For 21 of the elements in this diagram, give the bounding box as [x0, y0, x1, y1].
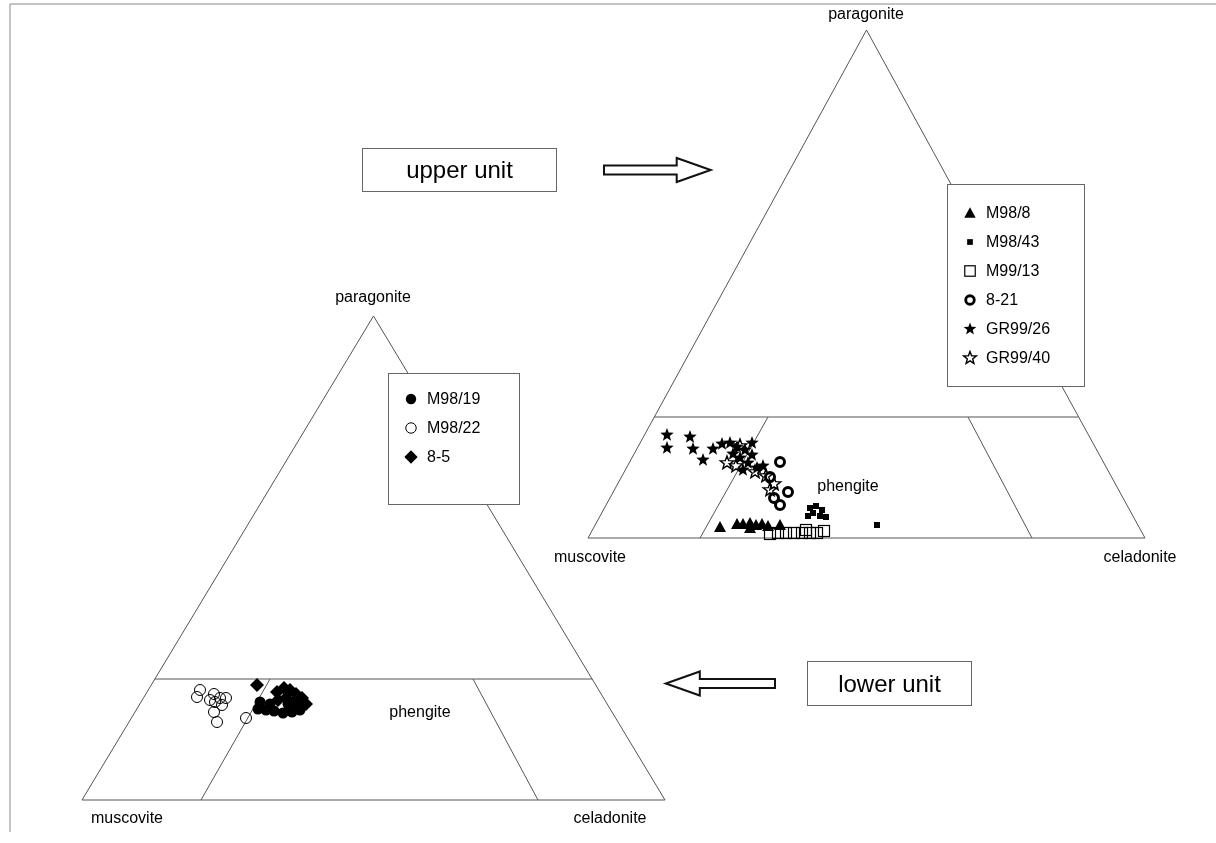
legend-text: M98/43	[986, 233, 1040, 251]
legend-text: M98/8	[986, 204, 1031, 222]
vertex-label: muscovite	[91, 808, 163, 828]
legend-text: GR99/40	[986, 349, 1051, 367]
legend-text: GR99/26	[986, 320, 1051, 338]
region-label: muscovite	[554, 547, 626, 567]
legend-text: M98/22	[427, 419, 481, 437]
legend-text: M98/19	[427, 390, 481, 408]
label-box: upper unit	[362, 148, 557, 192]
vertex-label: paragonite	[335, 287, 411, 307]
region-label: phengite	[389, 702, 451, 722]
hollow-arrow	[603, 156, 714, 184]
legend-text: M99/13	[986, 262, 1040, 280]
legend-text: 8-5	[427, 448, 451, 466]
vertex-label: celadonite	[573, 808, 647, 828]
vertex-label: celadonite	[1103, 547, 1177, 567]
label-box: lower unit	[807, 661, 972, 706]
region-label: phengite	[817, 476, 879, 496]
hollow-arrow	[662, 670, 776, 697]
legend-text: 8-21	[986, 291, 1019, 309]
vertex-label: paragonite	[828, 4, 904, 24]
